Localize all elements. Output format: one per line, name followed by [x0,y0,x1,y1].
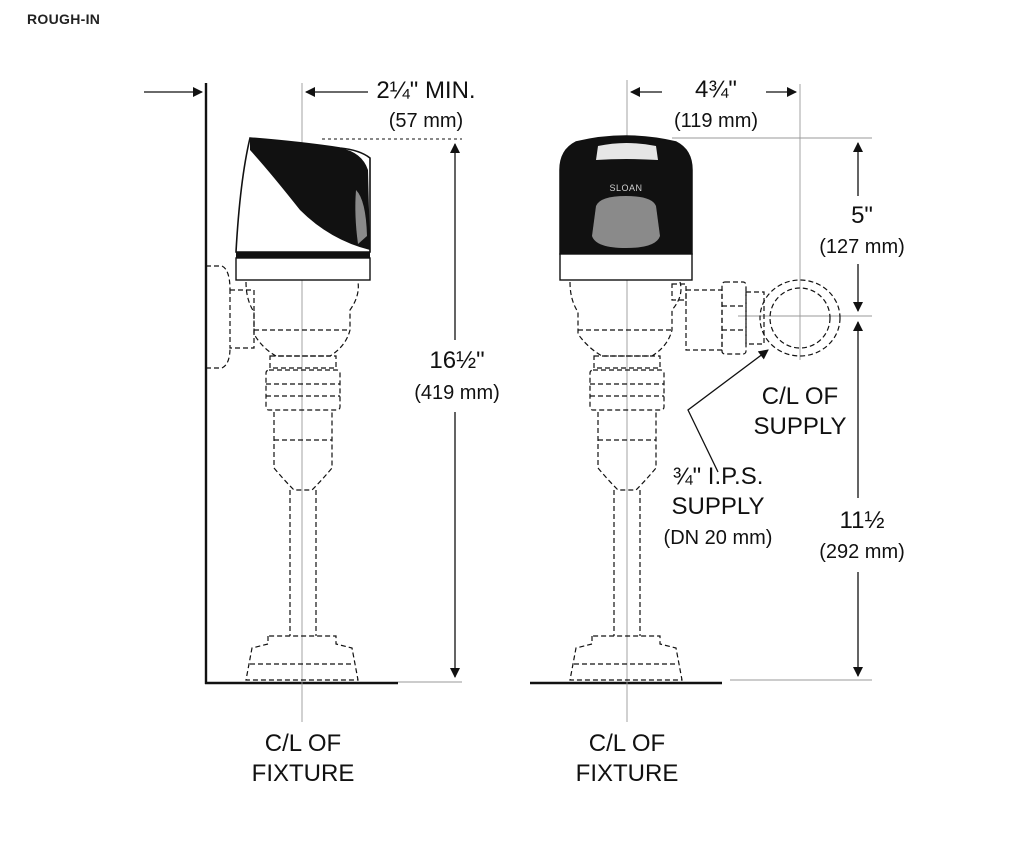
side-sensor-head [235,137,371,281]
side-valve-body [206,265,359,681]
front-top-primary: 5" [851,202,873,229]
supply-pipe-inner [769,287,831,349]
brand-logo: SLOAN [609,183,642,193]
side-height-secondary: (419 mm) [414,382,500,404]
front-view: 4¾" (119 mm) 5" (127 mm) 11½ (292 mm) SL… [530,76,905,787]
supply-pipe-outer [759,279,841,357]
supply-leader-line [687,349,769,473]
supply-size-line2: SUPPLY [672,493,765,520]
front-centerline-line1: C/L OF [589,730,665,757]
front-supply-height-secondary: (292 mm) [819,541,905,563]
supply-size-line3: (DN 20 mm) [664,527,773,549]
side-centerline-line2: FIXTURE [252,760,355,787]
side-centerline-line1: C/L OF [265,730,341,757]
front-supply-height-primary: 11½ [840,507,885,534]
front-top-secondary: (127 mm) [819,236,905,258]
supply-centerline-line1: C/L OF [762,383,838,410]
side-height-primary: 16½" [429,347,484,374]
side-view: 2¼" MIN. (57 mm) 16½" (419 mm) [144,77,500,787]
side-offset-secondary: (57 mm) [389,110,463,132]
front-offset-primary: 4¾" [695,76,737,103]
page-title: ROUGH-IN [27,11,101,27]
front-valve-body [569,279,841,681]
front-centerline-line2: FIXTURE [576,760,679,787]
supply-size-line1: ¾" I.P.S. [673,463,764,490]
supply-centerline-line2: SUPPLY [754,413,847,440]
side-offset-primary: 2¼" MIN. [376,77,475,104]
front-offset-secondary: (119 mm) [674,110,758,132]
front-sensor-head: SLOAN [559,135,693,281]
